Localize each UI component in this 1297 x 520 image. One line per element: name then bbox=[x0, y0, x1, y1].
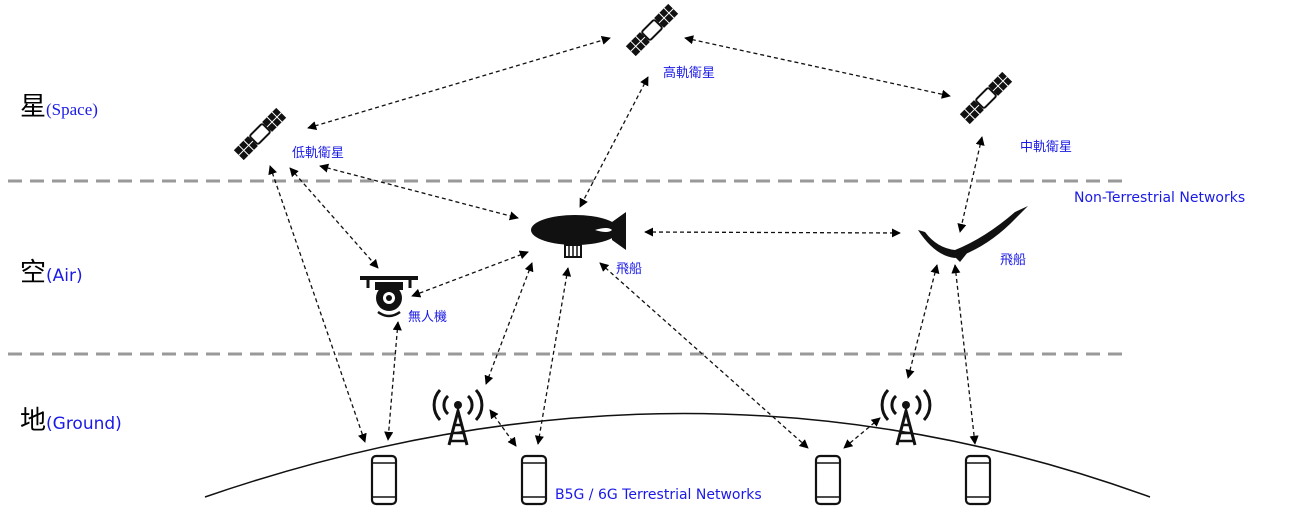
layer-label-ground: 地(Ground) bbox=[20, 400, 122, 437]
earth-surface bbox=[204, 412, 1151, 498]
meo-satellite-icon bbox=[958, 70, 1014, 126]
layer-air-en: (Air) bbox=[46, 266, 83, 286]
link-airship-phone3 bbox=[599, 262, 809, 449]
leo-satellite-label: 低軌衛星 bbox=[292, 146, 345, 161]
layer-label-air: 空(Air) bbox=[20, 252, 83, 289]
leo-satellite-icon bbox=[232, 106, 288, 162]
layer-ground-zh: 地 bbox=[20, 406, 47, 436]
drone-icon bbox=[360, 276, 418, 318]
layer-space-en: (Space) bbox=[46, 100, 98, 119]
link-airship-airship2 bbox=[644, 227, 901, 238]
link-tower2-phone3 bbox=[843, 417, 881, 449]
layer-space-zh: 星 bbox=[20, 92, 47, 122]
link-tower1-phone2 bbox=[489, 409, 517, 447]
layer-ground-en: (Ground) bbox=[46, 414, 122, 434]
link-airship-drone bbox=[411, 250, 529, 298]
link-leo-airship bbox=[319, 163, 519, 221]
layer-label-space: 星(Space) bbox=[20, 86, 98, 123]
layer-air-zh: 空 bbox=[20, 258, 47, 288]
link-airship-phone2 bbox=[534, 267, 572, 445]
link-drone-phone1 bbox=[384, 321, 402, 441]
link-meo-airship2 bbox=[957, 136, 985, 233]
link-leo-drone bbox=[289, 167, 379, 269]
link-airship2-phone4 bbox=[951, 264, 979, 445]
phone-icon bbox=[814, 454, 842, 506]
link-geo-meo bbox=[684, 35, 951, 99]
geo-satellite-label: 高軌衛星 bbox=[663, 66, 716, 81]
link-airship2-tower2 bbox=[905, 264, 940, 379]
cell-tower-icon bbox=[880, 388, 932, 447]
link-airship-tower1 bbox=[484, 262, 534, 385]
meo-satellite-label: 中軌衛星 bbox=[1020, 140, 1073, 155]
phone-icon bbox=[964, 454, 992, 506]
hap-aircraft-icon bbox=[918, 206, 1028, 262]
geo-satellite-icon bbox=[624, 2, 680, 58]
airship-label-right: 飛船 bbox=[1000, 253, 1027, 268]
drone-label: 無人機 bbox=[408, 310, 448, 325]
non-terrestrial-networks-label: Non-Terrestrial Networks bbox=[1074, 190, 1246, 206]
phone-icon bbox=[520, 454, 548, 506]
link-leo-geo bbox=[307, 35, 611, 131]
terrestrial-networks-label: B5G / 6G Terrestrial Networks bbox=[555, 487, 762, 503]
cell-tower-icon bbox=[432, 388, 484, 447]
link-leo-phone1 bbox=[268, 165, 367, 443]
airship-label-left: 飛船 bbox=[616, 262, 643, 277]
links bbox=[268, 35, 985, 449]
airship-icon bbox=[531, 212, 626, 258]
link-geo-airship bbox=[579, 76, 649, 208]
phone-icon bbox=[370, 454, 398, 506]
